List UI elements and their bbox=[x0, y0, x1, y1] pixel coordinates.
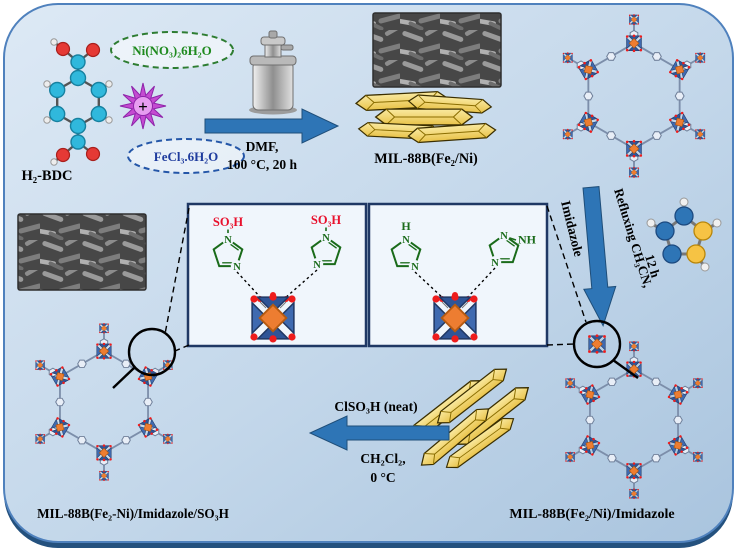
plus-starburst: + bbox=[119, 82, 167, 130]
autoclave-icon bbox=[249, 30, 297, 115]
step2-time-label: 12 h bbox=[642, 252, 663, 280]
step1-conditions: 100 °C, 20 h bbox=[227, 157, 297, 172]
svg-text:N: N bbox=[491, 258, 499, 269]
zoom-panel-left: SO₃H SO₃H N N N N bbox=[186, 202, 368, 348]
imidazole-molecule bbox=[646, 197, 722, 272]
fe-salt-label: FeCl₃.6H₂O bbox=[154, 149, 218, 164]
svg-text:N: N bbox=[233, 262, 241, 273]
product3-label: MIL-88B(Fe₂-Ni)/Imidazole/SO₃H bbox=[37, 506, 230, 521]
ring-n-atoms: N N N N bbox=[222, 231, 332, 273]
cluster-zoom-right bbox=[431, 292, 479, 344]
nh-hydrogen-label: H bbox=[401, 219, 411, 233]
magnifier-circle-left bbox=[112, 207, 190, 389]
step1-solvent: DMF, bbox=[246, 139, 279, 154]
sem-image-top bbox=[372, 12, 502, 88]
so3h-label-b: SO₃H bbox=[311, 213, 341, 227]
svg-text:N: N bbox=[224, 235, 232, 246]
ni-salt-label: Ni(NO₃)₂6H₂O bbox=[132, 43, 212, 58]
step3-temp-label: 0 °C bbox=[370, 470, 395, 485]
step3-arrow bbox=[308, 415, 450, 451]
svg-text:N: N bbox=[500, 231, 508, 242]
svg-text:N: N bbox=[402, 235, 410, 246]
step3-reagent-label: ClSO₃H (neat) bbox=[334, 399, 417, 414]
sem-image-left bbox=[17, 213, 147, 291]
bdc-label: H₂-BDC bbox=[21, 168, 72, 184]
product2-label: MIL-88B(Fe₂/Ni)/Imidazole bbox=[509, 507, 674, 522]
magnifier-circle-right bbox=[546, 205, 639, 379]
svg-text:N: N bbox=[313, 260, 321, 271]
zoom-panel-right: H NH N N N N bbox=[367, 202, 549, 348]
cluster-zoom-left bbox=[249, 292, 297, 344]
step3-solvent-label: CH₂Cl₂, bbox=[360, 451, 405, 466]
plus-sign: + bbox=[138, 97, 148, 116]
step2-arrow bbox=[582, 186, 617, 328]
product1-label: MIL-88B(Fe₂/Ni) bbox=[374, 151, 478, 167]
step1-arrow bbox=[204, 108, 340, 144]
h2bdc-molecule bbox=[43, 38, 113, 166]
ring-n-atoms: N N N N bbox=[400, 229, 510, 273]
ni-salt-badge: Ni(NO₃)₂6H₂O bbox=[110, 31, 234, 69]
fe-salt-badge: FeCl₃.6H₂O bbox=[127, 138, 245, 174]
svg-text:N: N bbox=[322, 233, 330, 244]
so3h-label-a: SO₃H bbox=[213, 215, 243, 229]
nh-group-label: NH bbox=[518, 233, 537, 247]
svg-text:N: N bbox=[411, 262, 419, 273]
